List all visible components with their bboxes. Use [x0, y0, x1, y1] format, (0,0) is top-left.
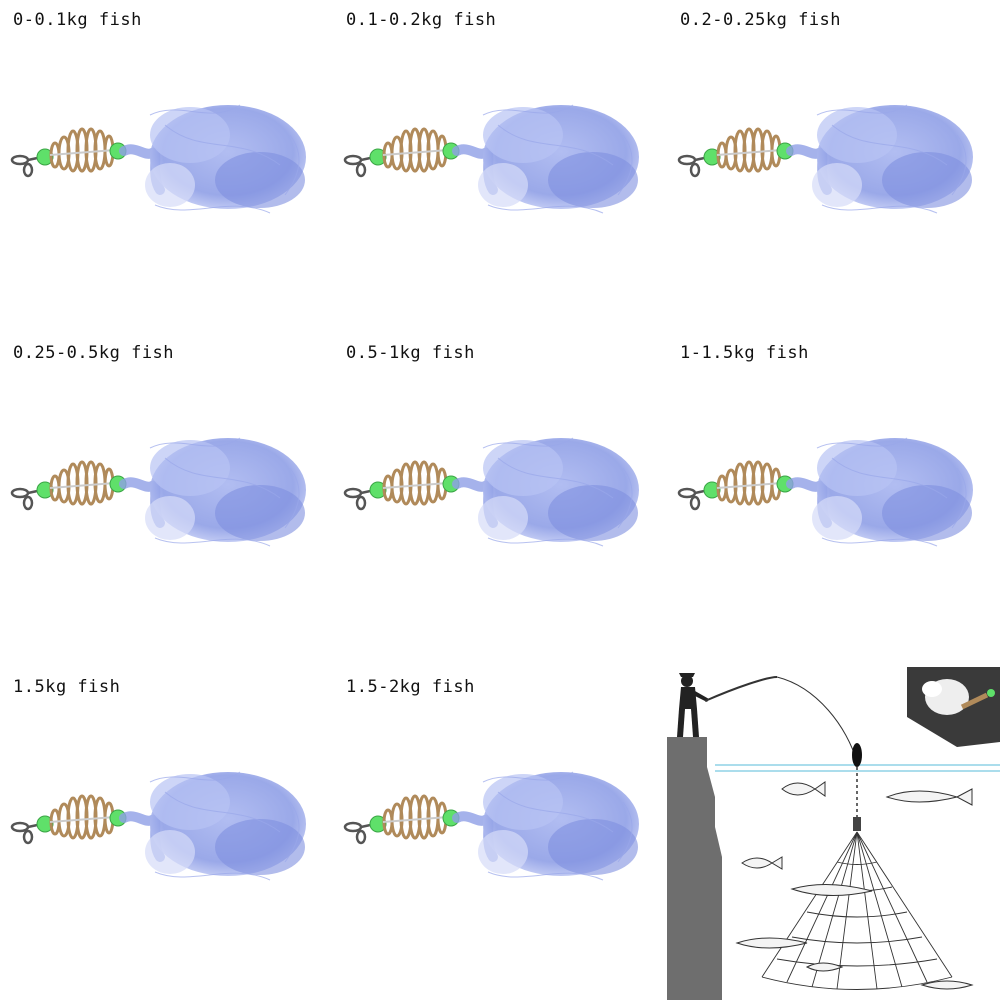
weight-label: 0.1-0.2kg fish: [346, 10, 497, 30]
product-tile-7: 1.5kg fish: [0, 667, 333, 1000]
fish-icon: [735, 781, 974, 990]
fishing-net-icon: [761, 831, 953, 990]
product-tile-4: 0.25-0.5kg fish: [0, 333, 333, 666]
product-tile-5: 0.5-1kg fish: [333, 333, 666, 666]
feeder-net-icon: [667, 428, 987, 578]
weight-label: 1.5-2kg fish: [346, 677, 475, 697]
product-tile-6: 1-1.5kg fish: [667, 333, 1000, 666]
feeder-net-icon: [333, 95, 653, 245]
product-tile-8: 1.5-2kg fish: [333, 667, 666, 1000]
weight-label: 1-1.5kg fish: [680, 343, 809, 363]
float-icon: [852, 743, 862, 831]
weight-label: 0.5-1kg fish: [346, 343, 475, 363]
product-tile-3: 0.2-0.25kg fish: [667, 0, 1000, 333]
pier-icon: [667, 737, 722, 1000]
weight-label: 0.2-0.25kg fish: [680, 10, 842, 30]
weight-label: 0.25-0.5kg fish: [13, 343, 175, 363]
feeder-net-icon: [333, 762, 653, 912]
weight-label: 1.5kg fish: [13, 677, 121, 697]
weight-label: 0-0.1kg fish: [13, 10, 142, 30]
product-tile-1: 0-0.1kg fish: [0, 0, 333, 333]
fisherman-icon: [677, 673, 709, 737]
feeder-net-icon: [667, 95, 987, 245]
product-tile-2: 0.1-0.2kg fish: [333, 0, 666, 333]
feeder-net-icon: [0, 762, 320, 912]
inset-photo-icon: [907, 667, 1000, 747]
feeder-net-icon: [0, 428, 320, 578]
feeder-net-icon: [333, 428, 653, 578]
usage-illustration: [667, 667, 1000, 1000]
feeder-net-icon: [0, 95, 320, 245]
